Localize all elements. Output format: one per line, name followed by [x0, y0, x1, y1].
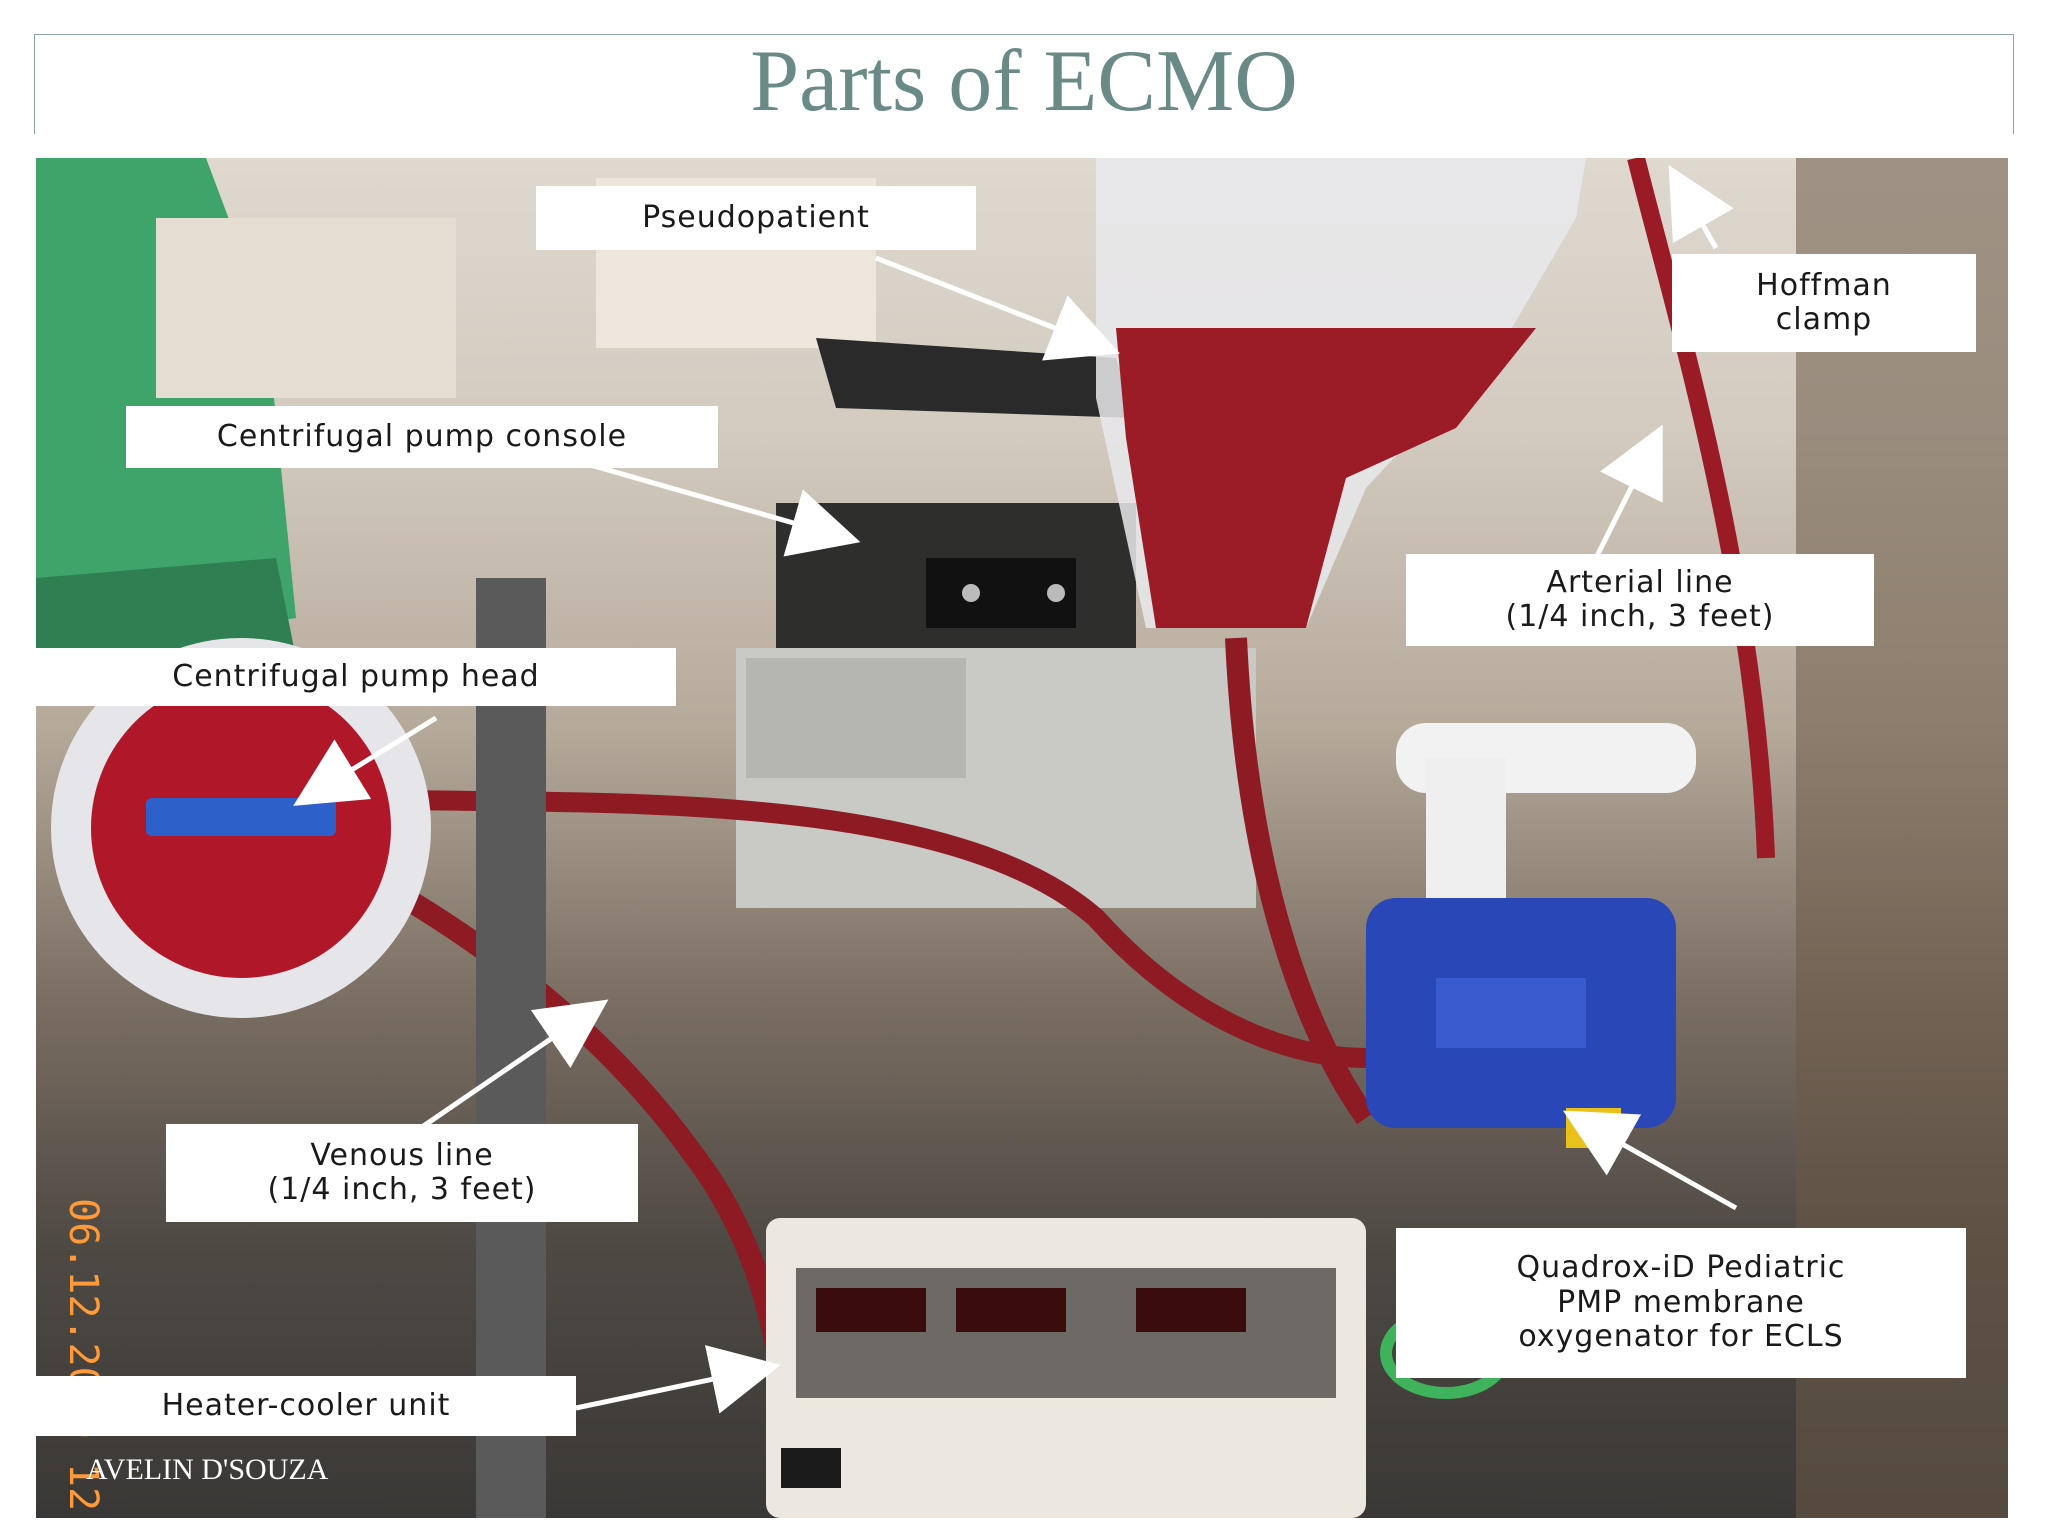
reservoir-blood: [1116, 328, 1536, 628]
label-pump-console: Centrifugal pump console: [126, 406, 718, 468]
label-hoffman-clamp: Hoffman clamp: [1672, 254, 1976, 352]
label-venous-line: Venous line (1/4 inch, 3 feet): [166, 1124, 638, 1222]
ecmo-photo: 06.12.2010 12 Pseudopatient Hoffman clam…: [36, 158, 2008, 1518]
leader-arrows: [293, 164, 1738, 1414]
arrow-pump-head: [293, 715, 438, 806]
label-pump-head: Centrifugal pump head: [36, 648, 676, 706]
arrow-pseudopatient: [875, 255, 1120, 361]
arterial-tubing: [1225, 637, 1376, 1125]
author-credit: AVELIN D'SOUZA: [86, 1453, 329, 1486]
arrow-arterial: [1593, 424, 1663, 560]
arrow-oxygenator: [1562, 1110, 1738, 1211]
title-frame: [34, 34, 2014, 134]
arrow-hoffman: [1668, 164, 1734, 250]
label-heater-cooler: Heater-cooler unit: [36, 1376, 576, 1436]
arrow-venous: [404, 999, 609, 1141]
hoffman-tubing: [1627, 158, 1775, 859]
label-oxygenator: Quadrox-iD Pediatric PMP membrane oxygen…: [1396, 1228, 1966, 1378]
label-pseudopatient: Pseudopatient: [536, 186, 976, 250]
label-arterial-line: Arterial line (1/4 inch, 3 feet): [1406, 554, 1874, 646]
slide-title: Parts of ECMO: [750, 33, 1298, 130]
arrow-heater: [575, 1345, 781, 1414]
arrow-console: [565, 455, 861, 557]
